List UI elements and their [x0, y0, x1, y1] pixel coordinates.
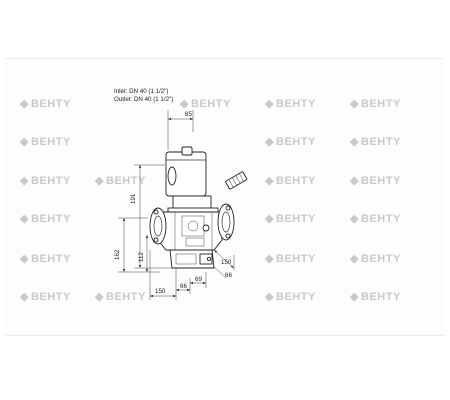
watermark-text: BEHTY	[276, 175, 316, 187]
watermark: ◆BEHTY	[349, 291, 401, 303]
dim-66-text: 66	[180, 283, 187, 290]
dimension-150-side: 150	[213, 249, 235, 270]
watermark: ◆BEHTY	[349, 253, 401, 265]
dim-69-text: 69	[195, 276, 202, 283]
watermark: ◆BEHTY	[94, 175, 146, 187]
watermark-text: BEHTY	[361, 98, 401, 110]
watermark-text: BEHTY	[31, 291, 71, 303]
dim-85-text: 85	[185, 111, 192, 118]
watermark-text: BEHTY	[361, 213, 401, 225]
watermark-text: BEHTY	[361, 175, 401, 187]
watermark: ◆BEHTY	[264, 253, 316, 265]
watermark-icon: ◆	[264, 253, 274, 265]
watermark-icon: ◆	[264, 213, 274, 225]
watermark-icon: ◆	[19, 136, 29, 148]
watermark: ◆BEHTY	[179, 98, 231, 110]
watermark-text: BEHTY	[31, 253, 71, 265]
watermark-text: BEHTY	[276, 291, 316, 303]
watermark: ◆BEHTY	[19, 213, 71, 225]
dim-162-text: 162	[114, 249, 121, 260]
watermark-icon: ◆	[264, 98, 274, 110]
watermark-icon: ◆	[94, 291, 104, 303]
watermark-icon: ◆	[19, 291, 29, 303]
watermark-icon: ◆	[19, 253, 29, 265]
watermark-text: BEHTY	[276, 136, 316, 148]
watermark-icon: ◆	[264, 175, 274, 187]
watermark-text: BEHTY	[191, 98, 231, 110]
watermark: ◆BEHTY	[264, 291, 316, 303]
watermark-text: BEHTY	[106, 291, 146, 303]
watermark: ◆BEHTY	[264, 136, 316, 148]
valve-body	[149, 146, 248, 269]
dimension-85: 85	[167, 110, 194, 150]
watermark-icon: ◆	[264, 291, 274, 303]
watermark-icon: ◆	[19, 175, 29, 187]
watermark-icon: ◆	[349, 98, 359, 110]
watermark-text: BEHTY	[106, 175, 146, 187]
drawing-area	[5, 58, 445, 336]
watermark-icon: ◆	[19, 98, 29, 110]
watermark-text: BEHTY	[31, 175, 71, 187]
watermark-text: BEHTY	[361, 136, 401, 148]
watermark-text: BEHTY	[276, 213, 316, 225]
watermark: ◆BEHTY	[264, 175, 316, 187]
watermark: ◆BEHTY	[94, 291, 146, 303]
watermark-icon: ◆	[349, 253, 359, 265]
dimension-66: 66	[176, 278, 191, 294]
connector-plug	[225, 171, 248, 190]
watermark-text: BEHTY	[361, 291, 401, 303]
dimension-150-bottom: 150	[149, 250, 177, 300]
watermark: ◆BEHTY	[264, 98, 316, 110]
watermark: ◆BEHTY	[349, 98, 401, 110]
dim-66-side-text: 66	[225, 272, 232, 279]
watermark: ◆BEHTY	[264, 213, 316, 225]
dim-191-text: 191	[130, 193, 137, 204]
watermark-icon: ◆	[19, 213, 29, 225]
watermark: ◆BEHTY	[349, 175, 401, 187]
dimension-69: 69	[190, 272, 207, 288]
watermark-icon: ◆	[349, 175, 359, 187]
dim-150-bottom-text: 150	[155, 288, 166, 295]
watermark-text: BEHTY	[276, 98, 316, 110]
watermark: ◆BEHTY	[349, 213, 401, 225]
watermark-icon: ◆	[349, 213, 359, 225]
watermark-icon: ◆	[349, 291, 359, 303]
dim-112-text: 112	[138, 252, 145, 262]
watermark-text: BEHTY	[276, 253, 316, 265]
watermark-icon: ◆	[264, 136, 274, 148]
watermark: ◆BEHTY	[19, 98, 71, 110]
inlet-label: Inlet: DN 40 (1 1/2")	[114, 88, 168, 95]
watermark-icon: ◆	[179, 98, 189, 110]
watermark-text: BEHTY	[361, 253, 401, 265]
outlet-label: Outlet: DN 40 (1 1/2")	[114, 96, 173, 103]
watermark: ◆BEHTY	[349, 136, 401, 148]
watermark-icon: ◆	[94, 175, 104, 187]
watermark: ◆BEHTY	[19, 136, 71, 148]
watermark-text: BEHTY	[31, 98, 71, 110]
dim-150-side-text: 150	[221, 259, 232, 266]
dimension-112: 112	[138, 235, 149, 272]
watermark: ◆BEHTY	[19, 175, 71, 187]
watermark-icon: ◆	[349, 136, 359, 148]
watermark-text: BEHTY	[31, 213, 71, 225]
watermark: ◆BEHTY	[19, 291, 71, 303]
watermark: ◆BEHTY	[19, 253, 71, 265]
watermark-grid: ◆BEHTY ◆BEHTY ◆BEHTY ◆BEHTY ◆BEHTY ◆BEHT…	[19, 98, 401, 303]
watermark-text: BEHTY	[31, 136, 71, 148]
dimension-162: 162	[114, 217, 160, 273]
dimension-191: 191	[130, 164, 175, 269]
